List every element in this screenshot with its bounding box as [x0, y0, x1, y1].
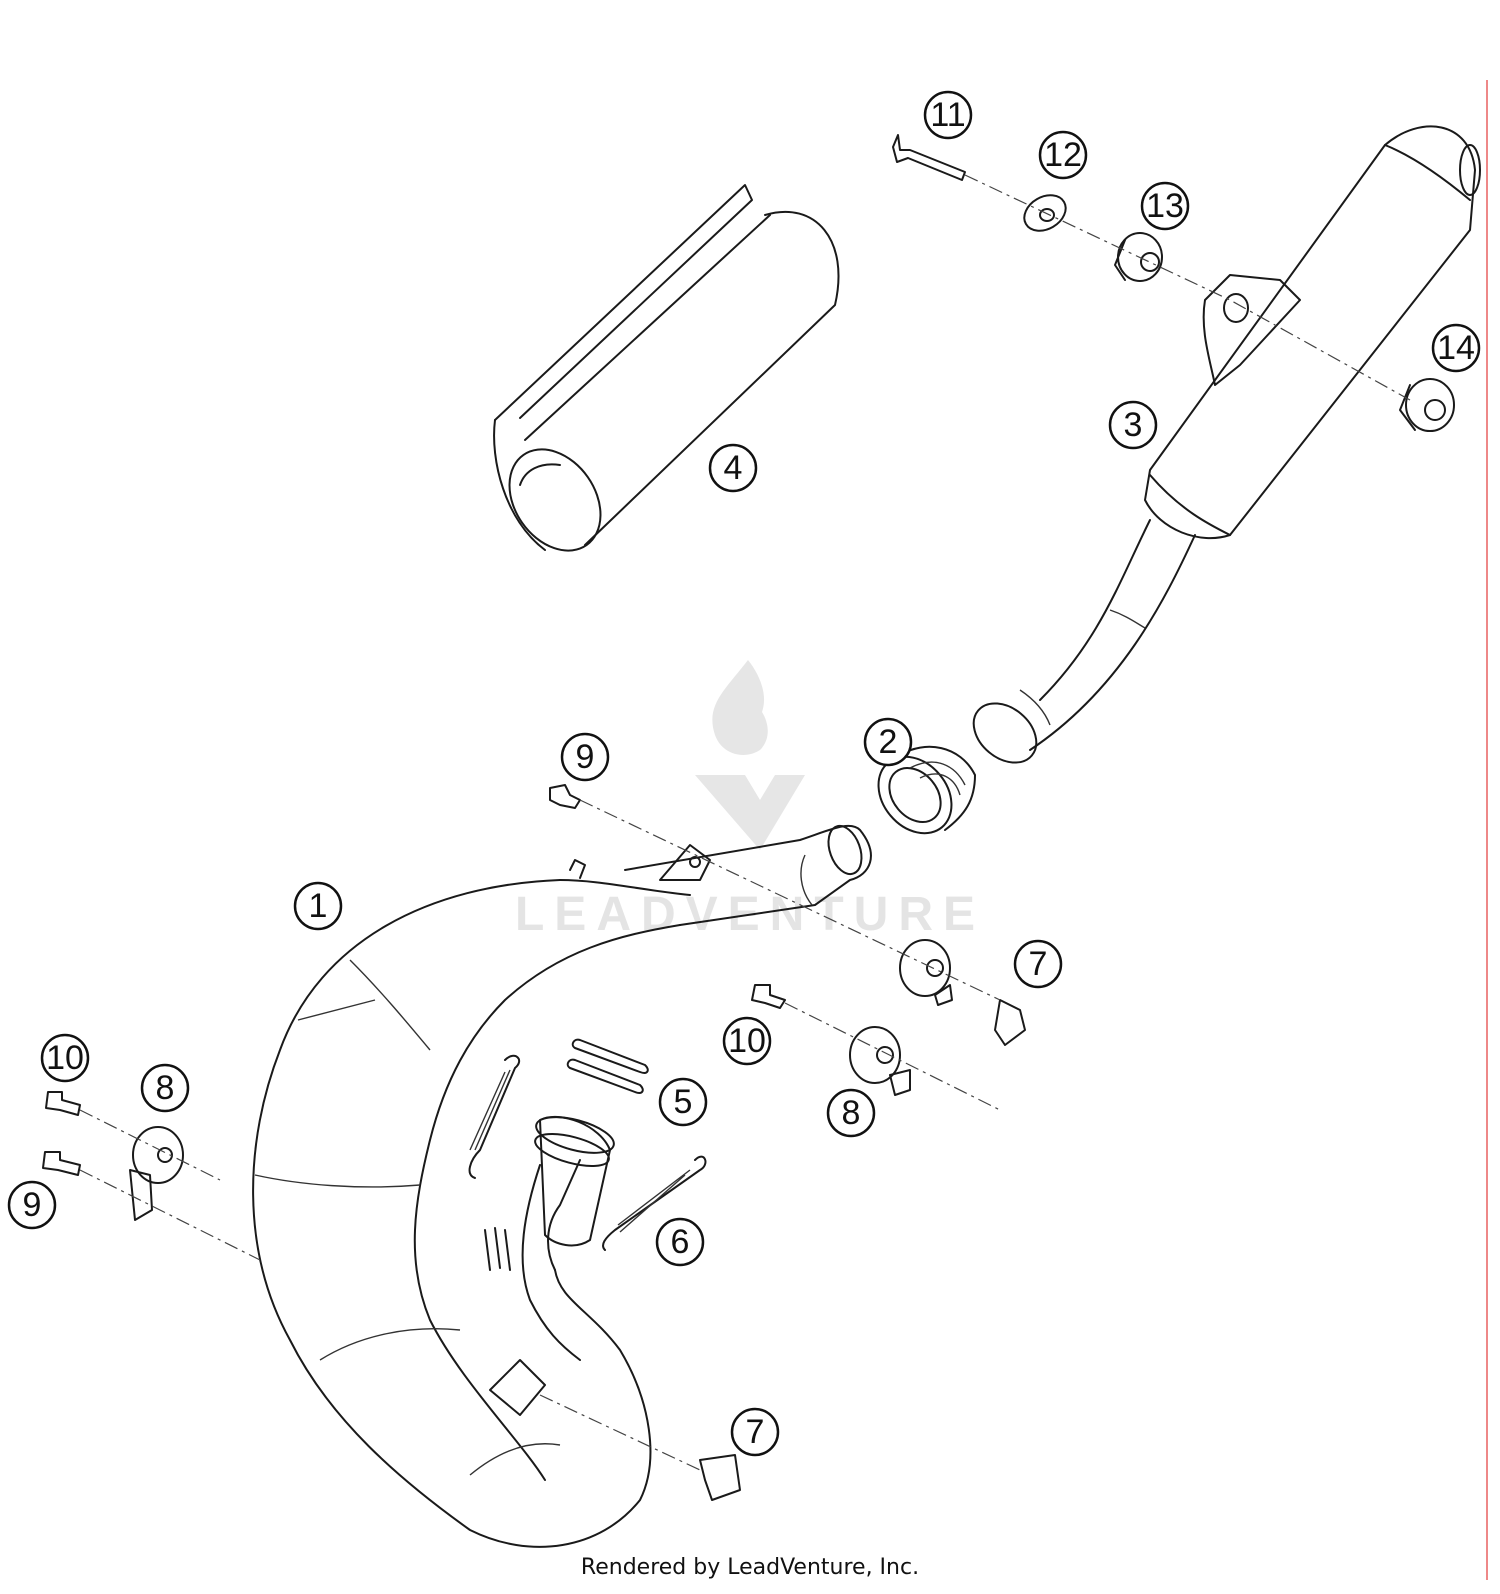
- callout-11: 11: [923, 90, 973, 140]
- callout-2: 2: [863, 717, 913, 767]
- page-edge-line: [1486, 80, 1488, 1580]
- svg-text:2: 2: [879, 723, 898, 761]
- svg-text:1: 1: [309, 887, 328, 925]
- svg-text:11: 11: [930, 96, 965, 134]
- leadventure-watermark: LEADVENTURE: [515, 660, 975, 941]
- svg-text:3: 3: [1124, 406, 1143, 444]
- callout-4: 4: [708, 443, 758, 493]
- svg-text:8: 8: [156, 1069, 175, 1107]
- callout-14: 14: [1431, 323, 1481, 373]
- mount-hardware: [42, 784, 1026, 1501]
- svg-text:9: 9: [576, 738, 595, 776]
- part-6-springs: [468, 1054, 707, 1271]
- svg-text:5: 5: [674, 1083, 693, 1121]
- svg-text:4: 4: [724, 449, 743, 487]
- part-1-expansion-chamber: [252, 824, 872, 1548]
- part-2-coupling: [877, 745, 976, 835]
- svg-text:10: 10: [46, 1039, 84, 1077]
- callout-5: 5: [658, 1077, 708, 1127]
- callout-8-right: 8: [826, 1088, 876, 1138]
- callout-3: 3: [1108, 400, 1158, 450]
- callout-7-lower: 7: [730, 1407, 780, 1457]
- part-4-heat-shield: [493, 184, 840, 552]
- callout-7-upper: 7: [1013, 939, 1063, 989]
- callout-12: 12: [1038, 130, 1088, 180]
- svg-text:13: 13: [1146, 187, 1184, 225]
- part-3-silencer: [972, 125, 1481, 764]
- callout-9-left: 9: [7, 1180, 57, 1230]
- callout-9-top: 9: [560, 732, 610, 782]
- svg-text:7: 7: [1029, 945, 1048, 983]
- silencer-mount-hardware: [892, 134, 1455, 432]
- svg-text:14: 14: [1437, 329, 1475, 367]
- callout-10-left: 10: [40, 1033, 90, 1083]
- callout-1: 1: [293, 881, 343, 931]
- svg-text:7: 7: [746, 1413, 765, 1451]
- svg-text:8: 8: [842, 1094, 861, 1132]
- callout-10-right: 10: [722, 1016, 772, 1066]
- callout-6: 6: [655, 1217, 705, 1267]
- callout-8-left: 8: [140, 1063, 190, 1113]
- svg-text:9: 9: [23, 1186, 42, 1224]
- callout-13: 13: [1140, 181, 1190, 231]
- part-5-o-rings: [566, 1038, 649, 1094]
- svg-text:12: 12: [1044, 136, 1082, 174]
- svg-text:6: 6: [671, 1223, 690, 1261]
- footer-credit: Rendered by LeadVenture, Inc.: [580, 1555, 920, 1580]
- svg-text:10: 10: [728, 1022, 766, 1060]
